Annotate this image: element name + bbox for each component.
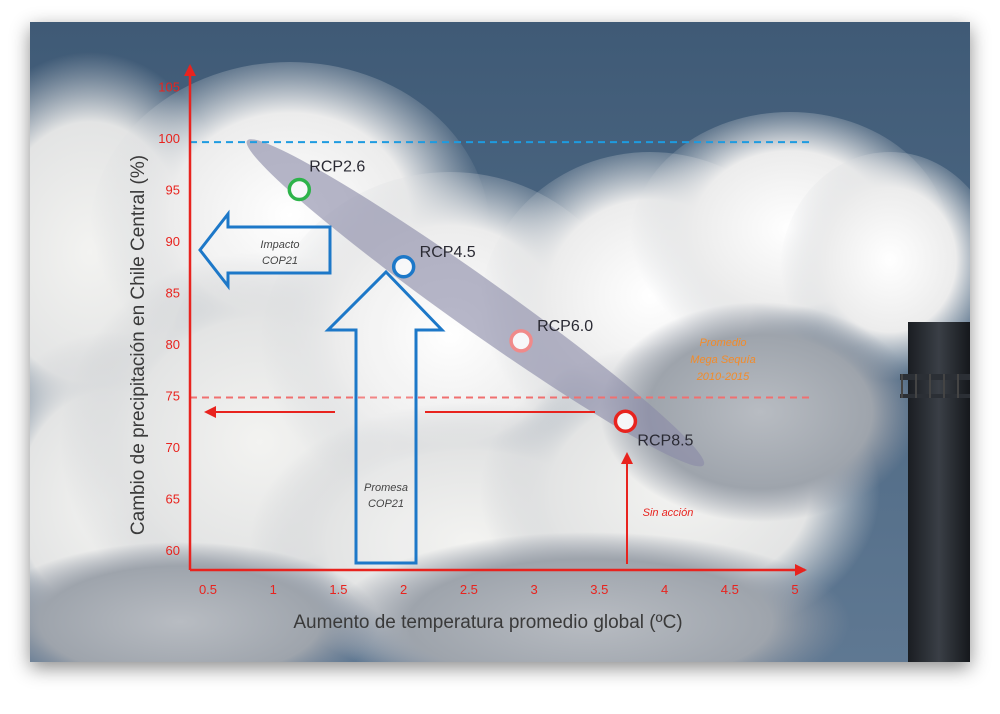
x-tick-label: 0.5 (199, 582, 217, 597)
y-tick-label: 75 (166, 389, 180, 404)
x-tick-label: 4.5 (721, 582, 739, 597)
y-tick-label: 65 (166, 492, 180, 507)
y-tick-label: 60 (166, 543, 180, 558)
scenario-band-ellipse (246, 139, 705, 467)
y-tick-label: 95 (166, 183, 180, 198)
x-axis-title: Aumento de temperatura promedio global (… (293, 612, 682, 633)
y-tick-label: 90 (166, 234, 180, 249)
y-axis-title: Cambio de precipitación en Chile Central… (128, 155, 149, 535)
x-tick-label: 1.5 (329, 582, 347, 597)
point-label: RCP6.0 (537, 318, 593, 335)
y-tick-label: 85 (166, 286, 180, 301)
impacto-sub-label: COP21 (262, 255, 298, 267)
point-rcp4-5 (391, 255, 416, 279)
period-label: 2010-2015 (696, 371, 750, 383)
x-tick-labels: 0.5 1 1.5 2 2.5 3 3.5 4 4.5 5 (199, 582, 799, 597)
impacto-cop21-arrow (198, 209, 332, 291)
point-rcp8-5 (613, 409, 638, 433)
scenario-band (246, 139, 705, 467)
y-tick-label: 105 (158, 80, 180, 95)
point-rcp6-0 (509, 329, 533, 353)
point-label: RCP8.5 (637, 432, 693, 449)
promesa-label: Promesa (364, 482, 408, 494)
promesa-sub-label: COP21 (368, 498, 404, 510)
point-label: RCP2.6 (309, 159, 365, 176)
x-tick-label: 3 (530, 582, 537, 597)
reference-lines (190, 141, 810, 399)
promedio-label: Promedio (699, 337, 746, 349)
mega-sequia-label: Mega Sequía (690, 354, 755, 366)
x-tick-label: 5 (791, 582, 798, 597)
x-tick-label: 1 (270, 582, 277, 597)
y-tick-label: 100 (158, 131, 180, 146)
point-rcp2-6 (287, 177, 312, 202)
y-tick-label: 80 (166, 337, 180, 352)
y-tick-label: 70 (166, 440, 180, 455)
sin-accion-label: Sin acción (643, 507, 694, 519)
x-tick-label: 2.5 (460, 582, 478, 597)
point-label: RCP4.5 (420, 244, 476, 261)
x-tick-label: 4 (661, 582, 668, 597)
x-tick-label: 2 (400, 582, 407, 597)
promesa-cop21-arrow (324, 269, 446, 565)
y-tick-labels: 105 100 95 90 85 80 75 70 65 60 (158, 80, 180, 559)
scenario-chart: 105 100 95 90 85 80 75 70 65 60 0.5 1 1.5 2 2.5 3 3.5 4 4… (128, 64, 810, 633)
x-tick-label: 3.5 (590, 582, 608, 597)
impacto-label: Impacto (260, 239, 299, 251)
